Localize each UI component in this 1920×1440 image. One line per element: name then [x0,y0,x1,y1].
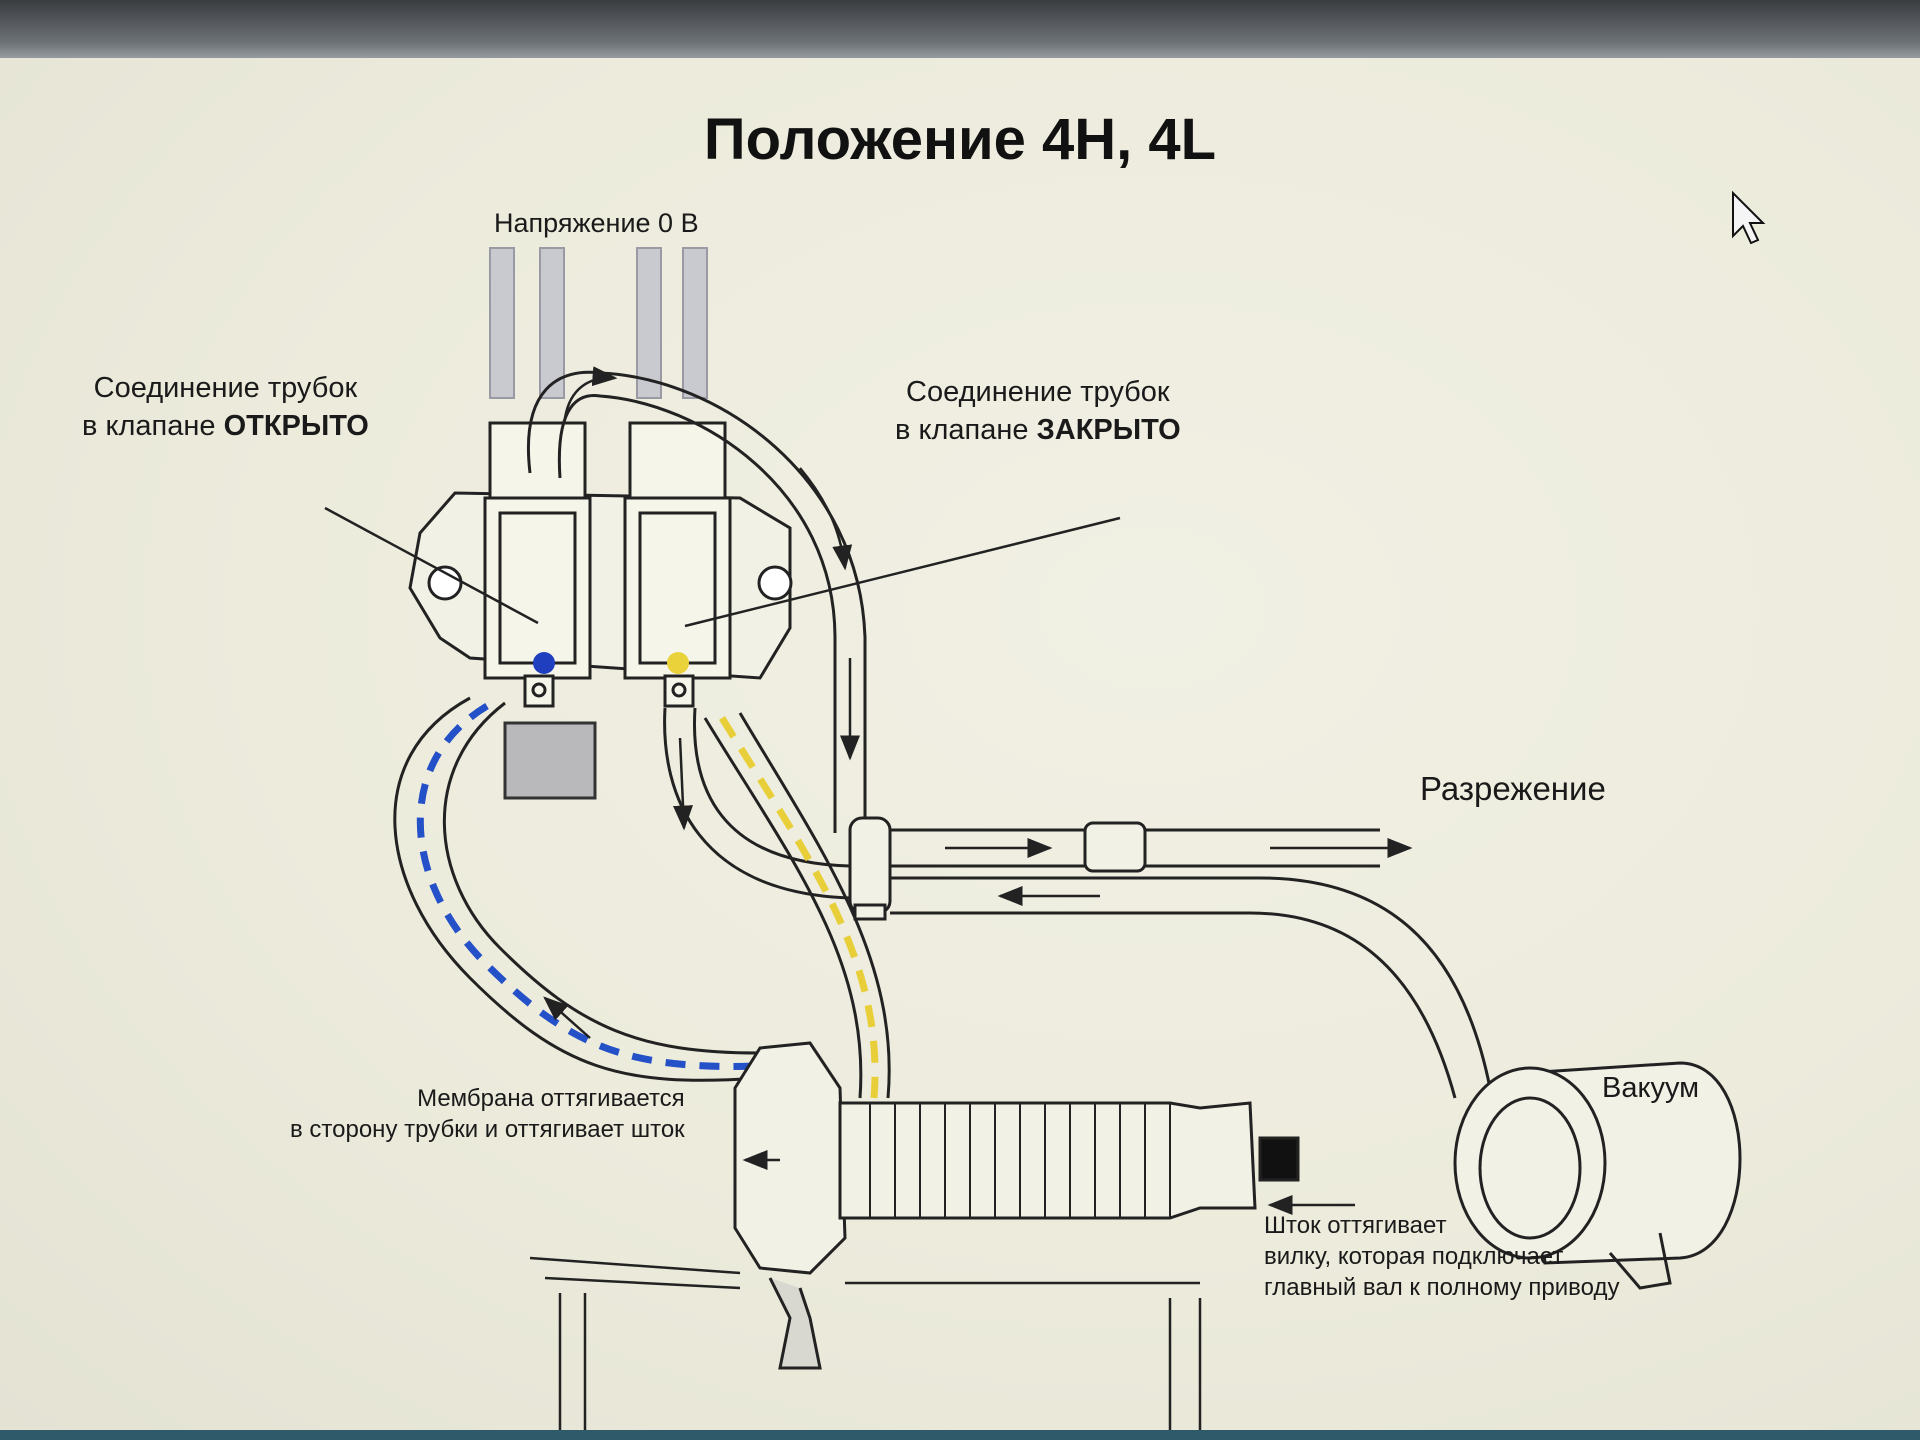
voltage-label: Напряжение 0 В [494,208,699,238]
membrane-label: Мембрана оттягивается в сторону трубки и… [290,1083,685,1145]
vacuum-out-label: Разрежение [1420,770,1606,807]
vacuum-canister [1453,1061,1742,1290]
membrane-label-line2: в сторону трубки и оттягивает шток [290,1116,685,1144]
diagram-screen: Положение 4H, 4L [0,58,1920,1433]
rod-label-line3: главный вал к полному приводу [1264,1274,1620,1302]
closed-valve-dot [667,652,689,674]
monitor-bezel-bottom [0,1430,1920,1440]
diagram-drawing [324,190,1766,1433]
membrane-label-line1: Мембрана оттягивается [417,1085,685,1112]
actuator-bellows [733,1041,1355,1370]
closed-valve-label: Соединение трубок в клапане ЗАКРЫТО [895,374,1181,449]
open-valve-dot [533,652,555,674]
rod-label: Шток оттягивает вилку, которая подключае… [1264,1210,1620,1304]
monitor-bezel-top [0,0,1920,60]
closed-valve-label-prefix: в клапане [895,413,1029,446]
closed-valve-label-line1: Соединение трубок [906,376,1170,408]
open-valve-state: ОТКРЫТО [223,409,369,442]
rod-label-line1: Шток оттягивает [1264,1212,1447,1239]
chassis-frame [529,1256,1202,1433]
open-valve-label-line1: Соединение трубок [93,372,358,404]
blue-hose [393,696,761,1082]
voltage-wires [489,247,708,399]
mouse-cursor-icon [1732,190,1766,245]
closed-valve-state: ЗАКРЫТО [1036,413,1181,446]
diagram-title: Положение 4H, 4L [703,107,1217,172]
closed-valve-hose [663,707,851,900]
open-valve-label-line2: в клапане ОТКРЫТО [82,408,369,446]
yellow-hose [703,712,891,1099]
pointer-open [324,506,539,625]
vacuum-tubes [848,816,1492,1099]
solenoid-valve-assembly [408,421,793,800]
top-loop-hose [527,366,867,833]
open-valve-label-prefix: в клапане [82,409,216,442]
vacuum-tank-label: Вакуум [1602,1072,1700,1104]
open-valve-label: Соединение трубок в клапане ОТКРЫТО [82,370,369,445]
rod-label-line2: вилку, которая подключает [1264,1243,1564,1271]
closed-valve-label-line2: в клапане ЗАКРЫТО [895,412,1181,450]
pointer-closed [684,516,1121,628]
